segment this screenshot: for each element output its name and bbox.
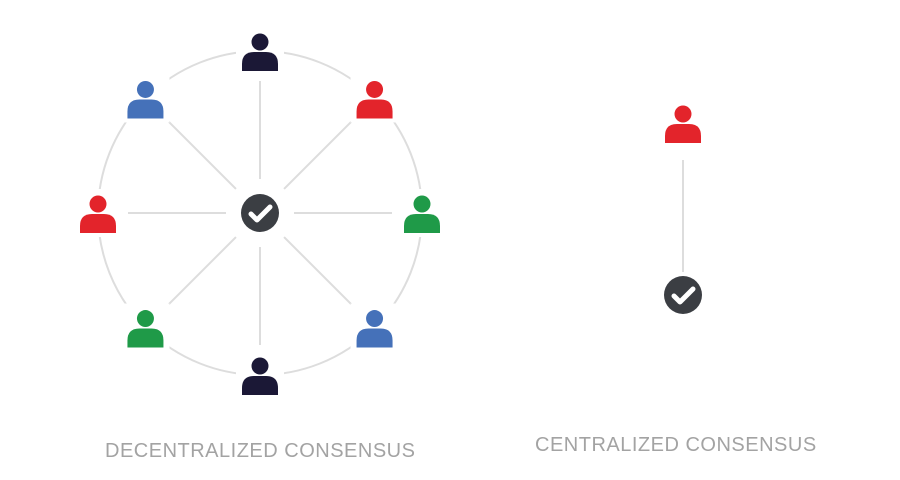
person-body xyxy=(404,214,440,233)
user-icon-top xyxy=(242,33,278,71)
person-head xyxy=(136,310,154,328)
user-icon-bottom-left xyxy=(127,310,164,348)
person-head xyxy=(413,195,431,213)
check-icon xyxy=(238,191,282,235)
person-head xyxy=(366,310,384,328)
user-icon-left xyxy=(80,195,116,233)
connection-line xyxy=(165,236,237,308)
person-head xyxy=(89,195,107,213)
person-body xyxy=(80,214,116,233)
connection-line xyxy=(283,118,355,190)
user-icon-top-left xyxy=(127,80,164,119)
connection-line xyxy=(165,118,237,190)
user-icon-top-right xyxy=(356,80,393,119)
person-body xyxy=(356,328,393,348)
centralized-consensus-label: CENTRALIZED CONSENSUS xyxy=(535,434,817,456)
user-icon-central xyxy=(665,105,701,143)
person-body xyxy=(356,99,393,119)
person-head xyxy=(366,80,384,98)
person-body xyxy=(665,124,701,143)
person-body xyxy=(127,328,164,348)
person-head xyxy=(251,357,269,375)
person-head xyxy=(136,80,154,98)
person-head xyxy=(251,33,269,51)
person-body xyxy=(242,376,278,395)
user-icon-bottom xyxy=(242,357,278,395)
user-icon-right xyxy=(404,195,440,233)
person-body xyxy=(127,99,164,119)
person-body xyxy=(242,52,278,71)
person-head xyxy=(674,105,692,123)
check-icon xyxy=(661,273,705,317)
user-icon-bottom-right xyxy=(356,310,393,348)
connection-line xyxy=(283,236,355,308)
decentralized-consensus-label: DECENTRALIZED CONSENSUS xyxy=(105,440,416,462)
